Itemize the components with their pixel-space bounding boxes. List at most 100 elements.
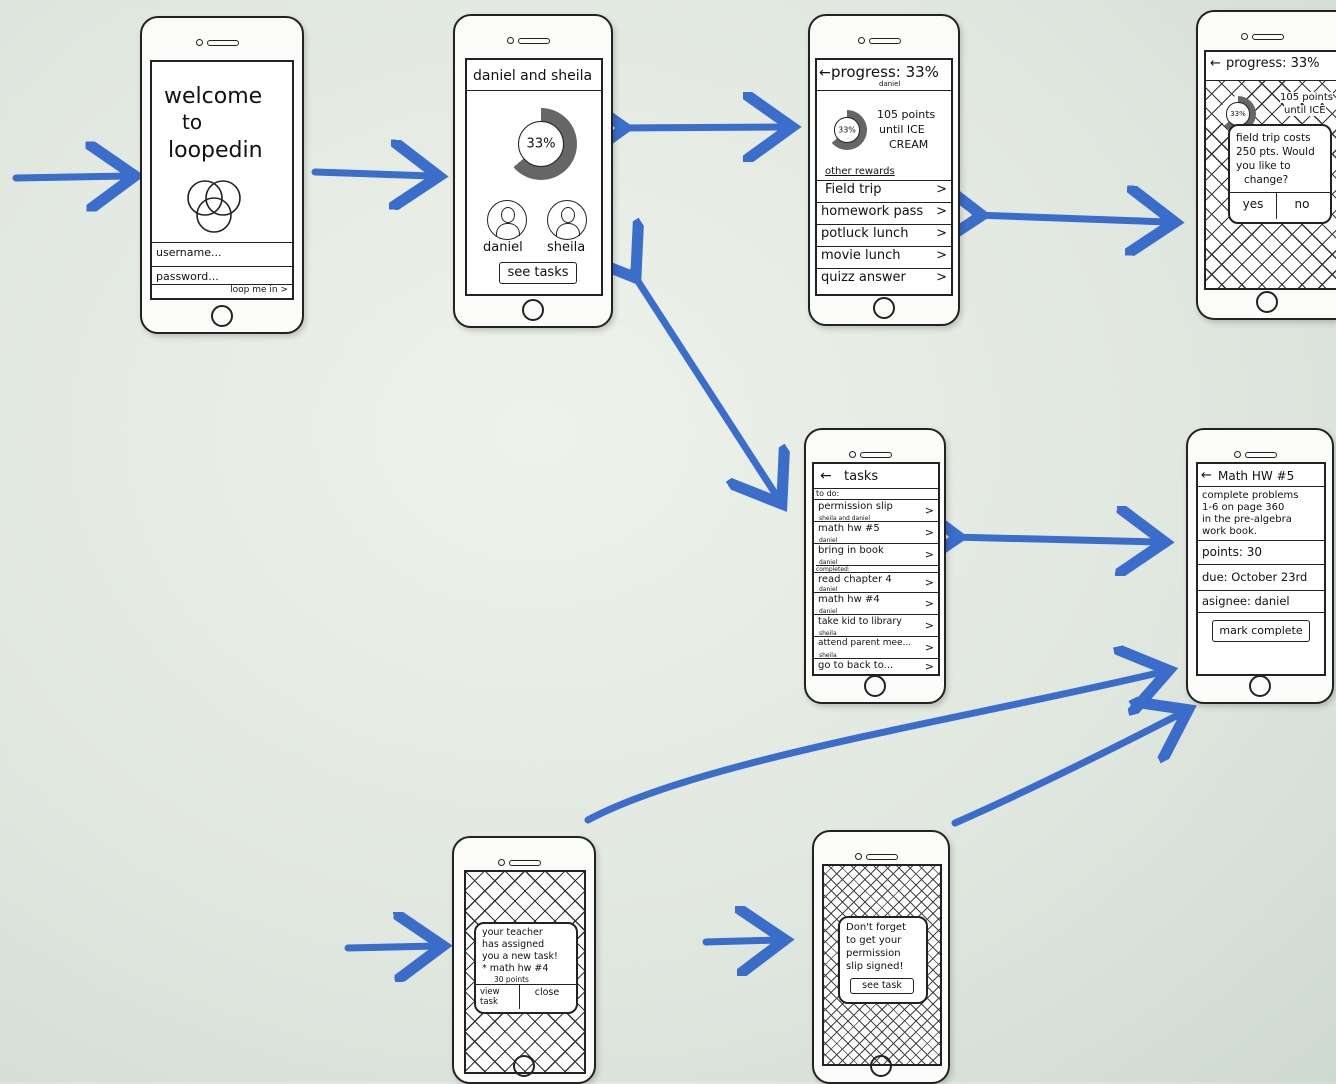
back-arrow-icon[interactable]: ← bbox=[820, 468, 832, 484]
login-screen: welcome to loopedin username... password… bbox=[150, 60, 294, 300]
speaker-slot bbox=[1245, 452, 1277, 458]
chevron-right-icon: > bbox=[924, 504, 934, 517]
back-arrow-icon[interactable]: ← bbox=[819, 65, 831, 81]
arrow-family-tasks bbox=[632, 272, 778, 498]
other-rewards-header: other rewards bbox=[825, 166, 895, 177]
task-row[interactable]: math hw #4 daniel > bbox=[814, 592, 938, 615]
see-tasks-button[interactable]: see tasks bbox=[499, 262, 577, 284]
phone-confirm: ← progress: 33% 105 points until ICE 33%… bbox=[1196, 10, 1336, 320]
login-title-line1: welcome bbox=[164, 84, 263, 109]
tasks-screen: ← tasks to do: permission slip sheila an… bbox=[812, 462, 940, 676]
password-field[interactable]: password... bbox=[152, 266, 292, 285]
detail-points: points: 30 bbox=[1202, 545, 1262, 559]
no-button[interactable]: no bbox=[1294, 197, 1310, 211]
username-placeholder: username... bbox=[156, 246, 222, 259]
reward-label: quizz answer bbox=[821, 270, 906, 285]
arrow-tasks-detail bbox=[952, 537, 1158, 542]
username-field[interactable]: username... bbox=[152, 242, 292, 267]
speaker-slot bbox=[207, 40, 239, 46]
close-button[interactable]: close bbox=[534, 987, 560, 998]
detail-screen: ← Math HW #5 complete problems 1-6 on pa… bbox=[1196, 462, 1326, 676]
back-arrow-icon[interactable]: ← bbox=[1201, 468, 1212, 483]
task-assignee: daniel bbox=[819, 586, 838, 593]
confirm-progress-label: 33% bbox=[1230, 110, 1246, 118]
family-progress-ring: 33% bbox=[505, 108, 577, 180]
rewards-subtitle: daniel bbox=[879, 80, 901, 88]
camera-dot bbox=[507, 37, 514, 44]
reward-label: movie lunch bbox=[821, 248, 901, 263]
login-button-label: loop me in > bbox=[230, 285, 288, 295]
camera-dot bbox=[498, 859, 505, 866]
desc-line4: work book. bbox=[1202, 526, 1257, 537]
dialog-line1: field trip costs bbox=[1236, 132, 1311, 144]
rewards-progress-label: 33% bbox=[838, 125, 856, 135]
home-button bbox=[522, 299, 544, 321]
sheila-avatar[interactable] bbox=[547, 200, 587, 240]
home-button bbox=[513, 1055, 535, 1077]
assignee-row: asignee: daniel bbox=[1198, 590, 1324, 613]
camera-dot bbox=[1241, 33, 1248, 40]
phone-login: welcome to loopedin username... password… bbox=[140, 16, 304, 334]
n1-button-row: view task close bbox=[476, 984, 576, 1011]
daniel-avatar[interactable] bbox=[487, 200, 527, 240]
yes-button[interactable]: yes bbox=[1230, 193, 1277, 219]
phone-reminder-notification: Don't forget to get your permission slip… bbox=[812, 830, 950, 1084]
n1-line4: * math hw #4 bbox=[482, 963, 549, 974]
points-line2: until ICE bbox=[879, 123, 925, 136]
reward-field-trip[interactable]: Field trip > bbox=[817, 180, 951, 203]
arrow-notification-detail bbox=[584, 672, 1162, 824]
reward-homework-pass[interactable]: homework pass > bbox=[817, 202, 951, 225]
child2-name: sheila bbox=[547, 240, 586, 255]
task-row[interactable]: read chapter 4 daniel > bbox=[814, 572, 938, 593]
speaker-slot bbox=[509, 860, 541, 866]
back-arrow-icon[interactable]: ← bbox=[1210, 56, 1221, 71]
task-assignee: sheila bbox=[819, 652, 837, 659]
n1-line2: has assigned bbox=[482, 939, 545, 950]
task-row[interactable]: permission slip sheila and daniel > bbox=[814, 499, 938, 522]
chevron-right-icon: > bbox=[936, 270, 947, 285]
phone-new-task-notification: your teacher has assigned you a new task… bbox=[452, 836, 596, 1084]
see-task-button[interactable]: see task bbox=[850, 978, 914, 994]
task-assignee: sheila and daniel bbox=[819, 515, 871, 522]
action-row bbox=[1198, 612, 1324, 674]
arrow-entry-login bbox=[12, 176, 128, 178]
login-title-line2: to bbox=[182, 110, 203, 134]
mark-complete-button[interactable]: mark complete bbox=[1212, 620, 1310, 642]
task-label: take kid to library bbox=[818, 616, 902, 627]
speaker-slot bbox=[518, 38, 550, 44]
camera-dot bbox=[849, 451, 856, 458]
family-divider bbox=[467, 90, 601, 91]
dialog-button-row: yes no bbox=[1230, 192, 1330, 221]
view-task-button[interactable]: view task bbox=[476, 985, 520, 1009]
detail-assignee: asignee: daniel bbox=[1202, 594, 1290, 608]
todo-header: to do: bbox=[816, 489, 840, 498]
camera-dot bbox=[858, 37, 865, 44]
change-reward-dialog: field trip costs 250 pts. Would you like… bbox=[1228, 124, 1332, 224]
confirm-points: 105 points bbox=[1280, 92, 1333, 103]
task-label: math hw #5 bbox=[818, 523, 880, 534]
home-button bbox=[1256, 291, 1278, 313]
dialog-line2: 250 pts. Would bbox=[1236, 146, 1315, 158]
task-row[interactable]: attend parent mee... sheila > bbox=[814, 636, 938, 659]
n2-line3: permission bbox=[846, 948, 901, 959]
reward-movie-lunch[interactable]: movie lunch > bbox=[817, 246, 951, 269]
task-assignee: sheila bbox=[819, 630, 837, 637]
chevron-right-icon: > bbox=[924, 660, 934, 673]
notification2-screen: Don't forget to get your permission slip… bbox=[822, 864, 942, 1066]
completed-header: completed: bbox=[816, 565, 938, 573]
dialog-line3: you like to bbox=[1236, 160, 1291, 172]
camera-dot bbox=[196, 39, 203, 46]
task-label: permission slip bbox=[818, 501, 893, 512]
arrow-family-rewards bbox=[618, 127, 785, 128]
chevron-right-icon: > bbox=[936, 226, 947, 241]
task-row[interactable]: go to back to... > bbox=[814, 658, 938, 674]
desc-line2: 1-6 on page 360 bbox=[1202, 502, 1285, 513]
login-button[interactable]: loop me in > bbox=[152, 284, 292, 298]
reward-quizz-answer[interactable]: quizz answer > bbox=[817, 268, 951, 291]
chevron-right-icon: > bbox=[924, 597, 934, 610]
task-row[interactable]: math hw #5 daniel > bbox=[814, 521, 938, 544]
task-row[interactable]: bring in book daniel > bbox=[814, 543, 938, 566]
task-row[interactable]: take kid to library sheila > bbox=[814, 614, 938, 637]
n1-line1: your teacher bbox=[482, 927, 543, 938]
reward-potluck-lunch[interactable]: potluck lunch > bbox=[817, 224, 951, 247]
